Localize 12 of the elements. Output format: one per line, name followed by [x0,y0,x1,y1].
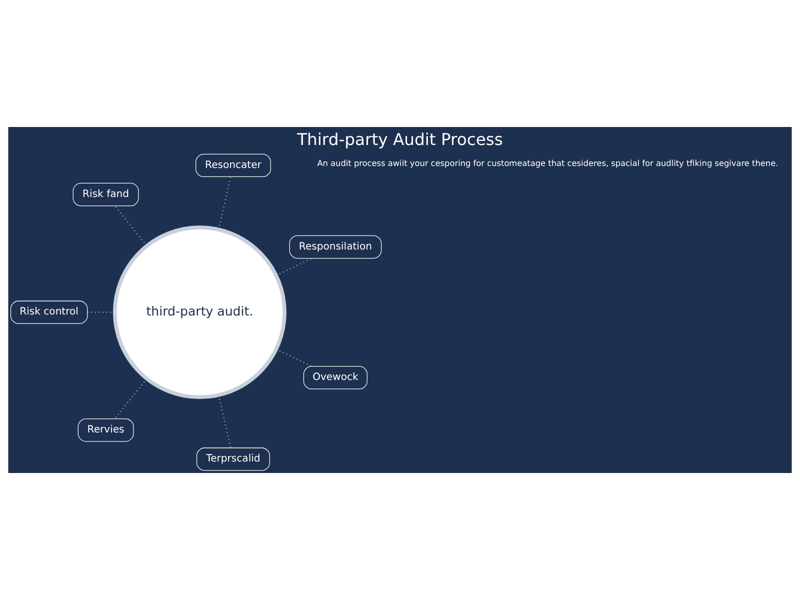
node-box: Resoncater [196,154,271,178]
node-box: Rervies [78,418,134,442]
diagram-title: Third-party Audit Process [297,130,503,150]
label: An audit process awiit your cesporing for customeatage that cesideres, spacial for audlity tfiking segivare thene. [317,158,778,168]
node-box: Risk fand [72,182,139,206]
node-circle: third-party audit. [112,226,286,400]
node-box: Terprscalid [196,448,270,471]
node-box: Responsilation [289,235,382,259]
node-box: Ovewock [303,366,368,390]
connector [114,378,148,420]
node-box: Risk control [10,300,88,324]
connector [114,206,148,246]
